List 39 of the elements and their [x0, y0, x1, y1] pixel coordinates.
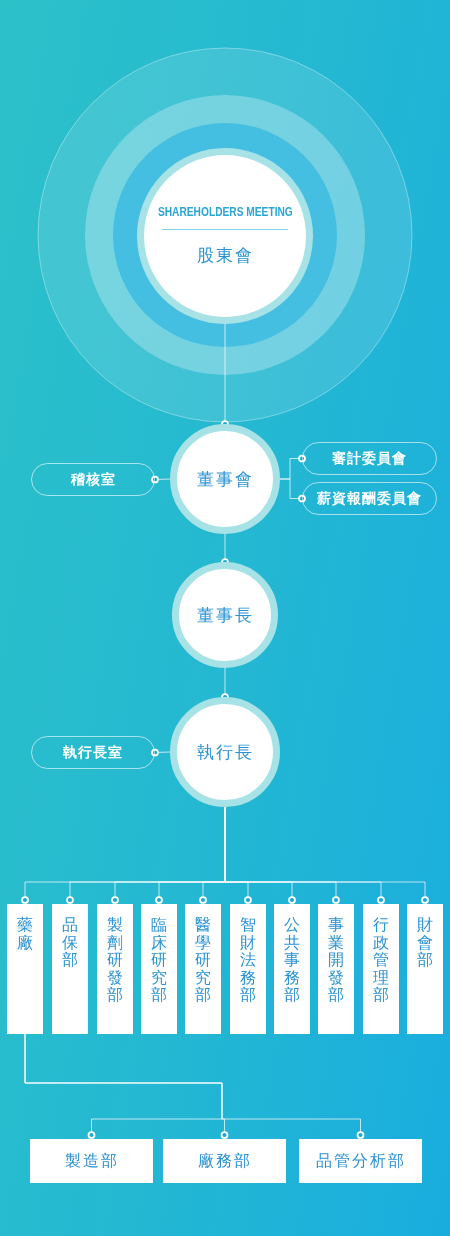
connector-line [151, 748, 171, 757]
unit-name: 行政管理部 [373, 916, 389, 1004]
unit-name: 董事會 [196, 467, 254, 491]
unit-name: 股東會 [196, 244, 254, 267]
unit-name: 製劑研發部 [107, 916, 123, 1004]
department-box [7, 904, 43, 1034]
unit-name: 財會部 [417, 916, 433, 969]
unit-name: 製造部 [64, 1150, 119, 1172]
department-box [318, 904, 354, 1034]
department-box [407, 904, 443, 1034]
unit-name: 臨床研究部 [151, 916, 167, 1004]
english-title: SHAREHOLDERS MEETING [157, 205, 293, 219]
connector-line [151, 475, 171, 484]
department-box [299, 1139, 422, 1183]
department-box [230, 904, 266, 1034]
department-box [141, 904, 177, 1034]
department-box [185, 904, 221, 1034]
department-box [97, 904, 133, 1034]
unit-name: 智財法務部 [240, 916, 256, 1004]
department-box [163, 1139, 286, 1183]
unit-name: 執行長室 [63, 743, 123, 762]
department-box [363, 904, 399, 1034]
unit-name: 公共事務部 [284, 916, 300, 1004]
unit-name: 董事長 [196, 603, 254, 627]
unit-name: 藥廠 [17, 916, 33, 952]
unit-name: 品保部 [62, 916, 78, 969]
unit-name: 執行長 [196, 740, 254, 764]
department-box [52, 904, 88, 1034]
unit-name: 廠務部 [197, 1150, 252, 1172]
unit-name: 稽核室 [70, 470, 116, 489]
department-box [274, 904, 310, 1034]
unit-name: 醫學研究部 [195, 916, 211, 1004]
connector-line [279, 478, 306, 503]
unit-name: 事業開發部 [328, 916, 344, 1004]
unit-name: 審計委員會 [332, 449, 407, 468]
department-box [30, 1139, 153, 1183]
unit-name: 薪資報酬委員會 [317, 489, 422, 508]
connector-line [24, 1033, 365, 1139]
unit-name: 品管分析部 [315, 1150, 406, 1172]
